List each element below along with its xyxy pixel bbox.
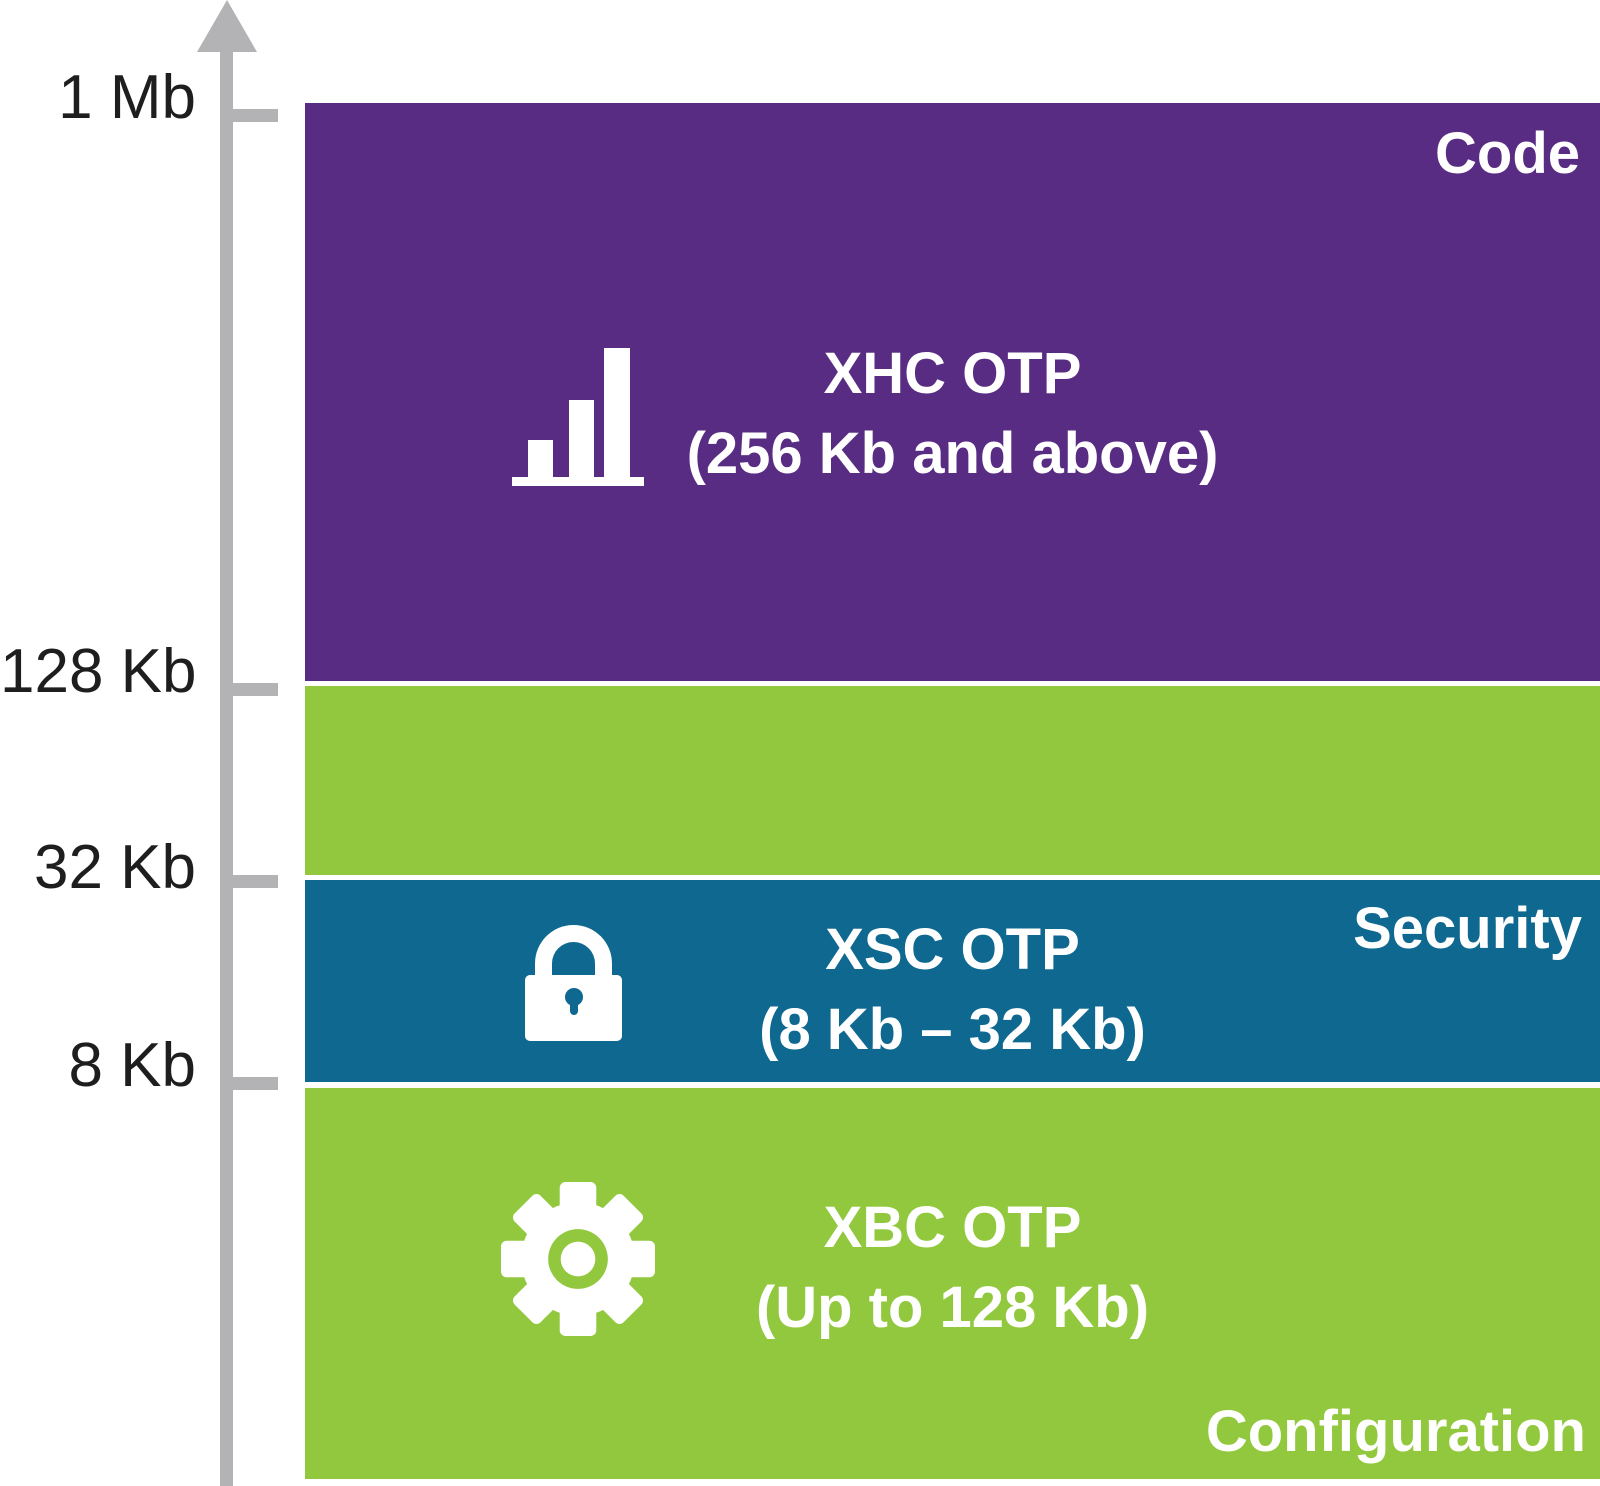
axis-line: [220, 40, 233, 1486]
block-xsc-otp: Security XSC OTP (8 Kb – 32 Kb): [305, 880, 1600, 1082]
block-label-xbc: XBC OTP (Up to 128 Kb): [305, 1188, 1600, 1348]
axis-arrow-up-icon: [197, 0, 257, 52]
block-xhc-otp: Code XHC OTP (256 Kb and above): [305, 103, 1600, 681]
block-subtitle-xbc: (Up to 128 Kb): [755, 1275, 1150, 1340]
block-label-xsc: XSC OTP (8 Kb – 32 Kb): [305, 910, 1600, 1070]
block-label-xhc: XHC OTP (256 Kb and above): [305, 334, 1600, 494]
tick-label-128kb: 128 Kb: [0, 637, 197, 706]
block-title-xhc: XHC OTP: [823, 341, 1082, 406]
lock-icon: [524, 925, 624, 1041]
bar-chart-icon: [512, 348, 644, 486]
category-label-code: Code: [1435, 121, 1580, 186]
gear-icon: [501, 1182, 655, 1336]
block-xbc-otp: Configuration XBC OTP (Up to 128 Kb): [305, 1088, 1600, 1479]
tick-label-1mb: 1 Mb: [58, 63, 196, 132]
tick-label-32kb: 32 Kb: [33, 833, 196, 902]
block-green-band: [305, 686, 1600, 875]
category-label-security: Security: [1353, 896, 1582, 961]
tick-1mb: [220, 109, 278, 122]
tick-128kb: [220, 683, 278, 696]
block-title-xbc: XBC OTP: [823, 1195, 1082, 1260]
tick-label-8kb: 8 Kb: [68, 1031, 196, 1100]
category-label-configuration: Configuration: [1205, 1399, 1586, 1464]
block-subtitle-xsc: (8 Kb – 32 Kb): [759, 997, 1146, 1062]
block-title-xsc: XSC OTP: [825, 917, 1080, 982]
tick-8kb: [220, 1077, 278, 1090]
tick-32kb: [220, 875, 278, 888]
block-subtitle-xhc: (256 Kb and above): [686, 421, 1219, 486]
